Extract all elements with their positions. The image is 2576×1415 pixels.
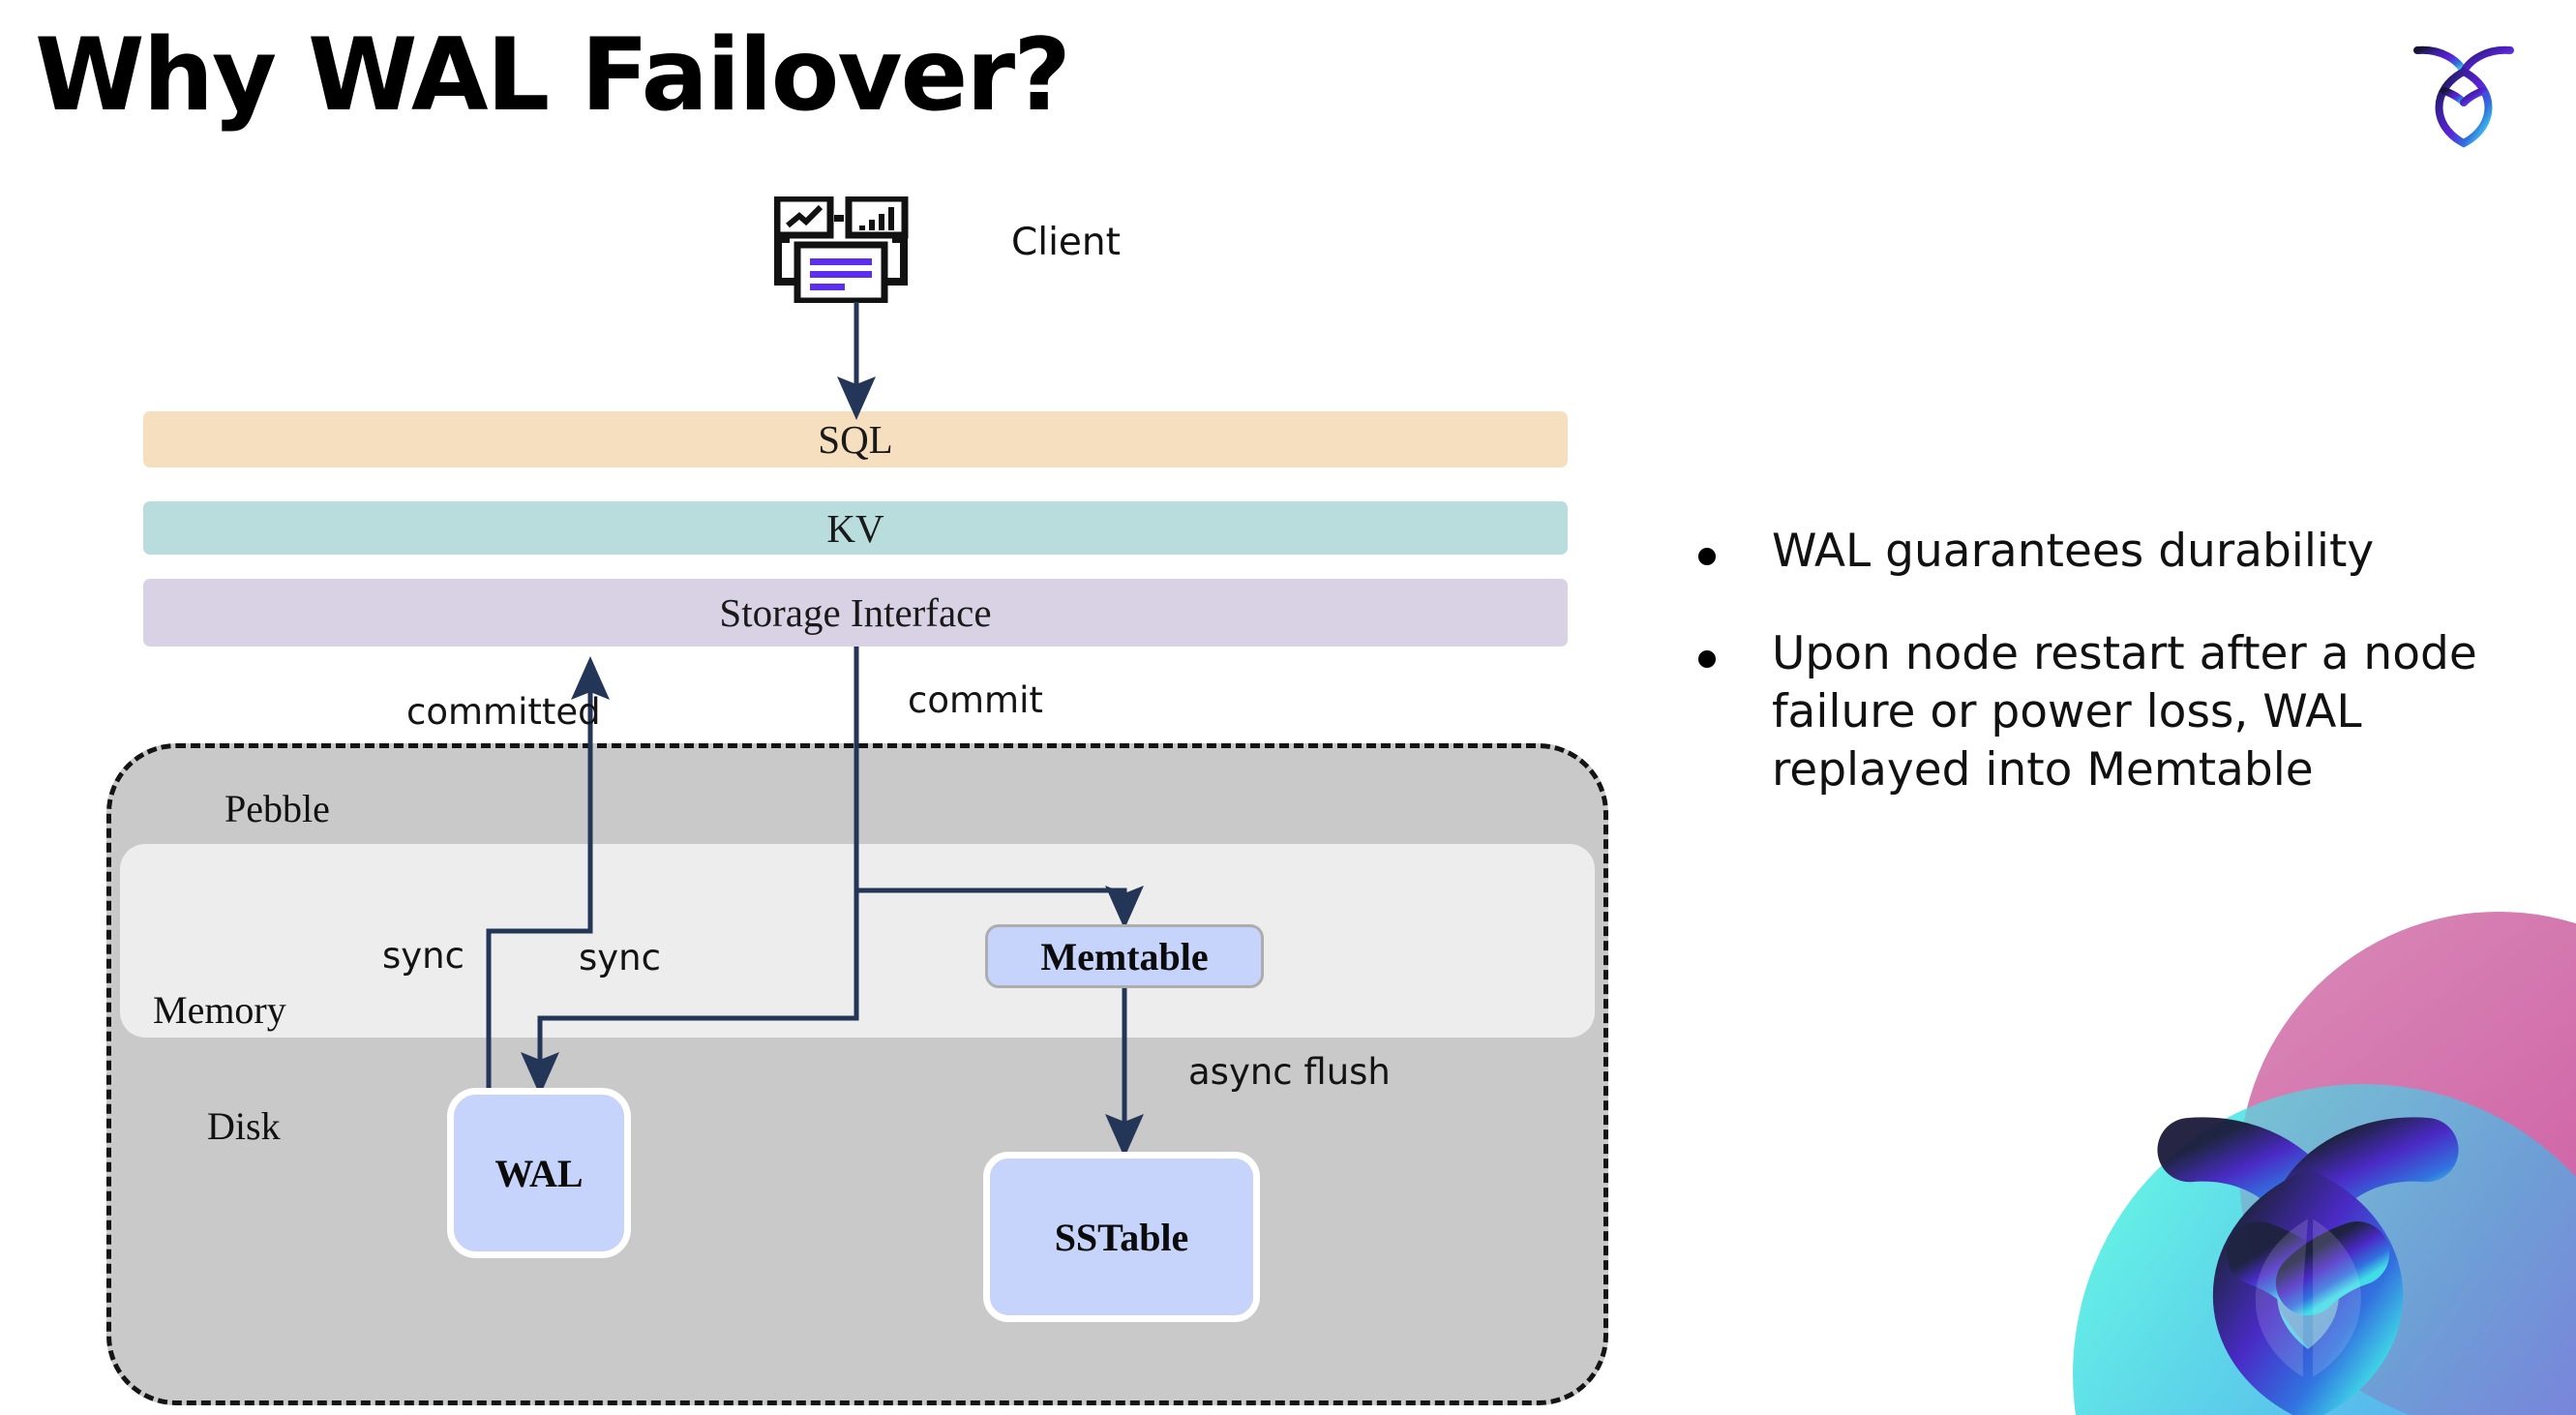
- cockroachdb-logo-icon: [2406, 29, 2522, 150]
- edge-label-committed: committed: [406, 691, 601, 733]
- pebble-label: Pebble: [225, 787, 330, 830]
- node-memtable: Memtable: [985, 924, 1264, 988]
- bullet-text: WAL guarantees durability: [1772, 525, 2375, 578]
- layer-sql: SQL: [143, 411, 1568, 467]
- node-sstable: SSTable: [983, 1152, 1260, 1322]
- client-label: Client: [1011, 221, 1121, 264]
- disk-label: Disk: [207, 1104, 281, 1148]
- bullet-dot-icon: [1698, 650, 1716, 669]
- bullet-dot-icon: [1698, 548, 1716, 565]
- layer-storage-interface: Storage Interface: [143, 579, 1568, 647]
- list-item: Upon node restart after a node failure o…: [1698, 625, 2540, 799]
- memory-region: [120, 844, 1595, 1038]
- edge-label-sync-right: sync: [579, 937, 661, 978]
- bullet-text: Upon node restart after a node failure o…: [1772, 627, 2477, 798]
- decorative-corner-art: [1957, 912, 2576, 1415]
- list-item: WAL guarantees durability: [1698, 523, 2540, 581]
- memory-label: Memory: [153, 988, 286, 1032]
- edge-label-sync-left: sync: [382, 935, 464, 977]
- layer-kv: KV: [143, 501, 1568, 555]
- page-title: Why WAL Failover?: [35, 17, 1071, 134]
- client-monitor-icon: [773, 195, 929, 305]
- node-wal: WAL: [447, 1088, 631, 1258]
- bullet-list: WAL guarantees durability Upon node rest…: [1698, 523, 2540, 845]
- edge-label-async-flush: async flush: [1188, 1051, 1391, 1093]
- architecture-diagram: Client SQL KV Storage Interface Pebble M…: [106, 195, 1608, 1405]
- edge-label-commit: commit: [908, 679, 1043, 721]
